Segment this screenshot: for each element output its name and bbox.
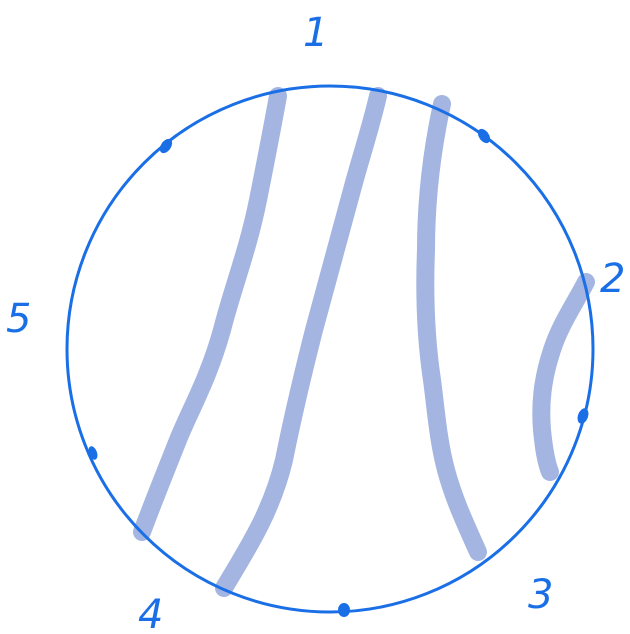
marker-dot	[88, 446, 98, 460]
chord-3	[416, 95, 487, 561]
label-1: 1	[303, 10, 328, 56]
marker-group	[88, 128, 589, 617]
main-circle	[65, 84, 595, 614]
chord-group	[133, 87, 595, 597]
marker-dot	[577, 408, 589, 424]
label-4: 4	[138, 592, 163, 634]
label-3: 3	[528, 572, 553, 618]
marker-dot	[338, 603, 350, 617]
marker-dot	[159, 138, 173, 154]
marker-dot	[477, 128, 491, 144]
label-group: 1 2 3 4 5	[6, 10, 625, 634]
chord-4	[532, 273, 595, 481]
label-5: 5	[6, 296, 31, 342]
chord-1	[133, 87, 287, 541]
label-2: 2	[600, 256, 625, 302]
chord-2	[215, 87, 387, 597]
